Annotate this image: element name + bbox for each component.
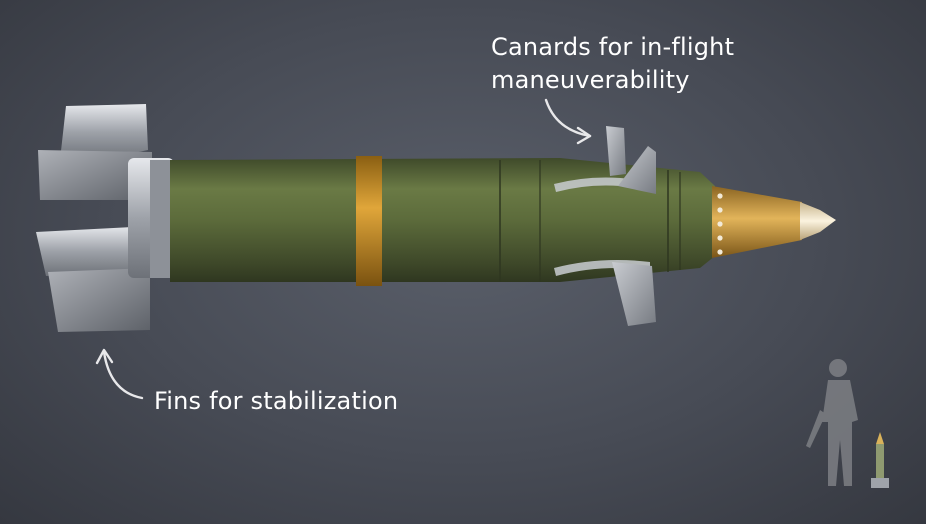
fins-annotation-text: Fins for stabilization [154, 385, 474, 418]
soldier-silhouette-icon [806, 359, 858, 486]
tail-fins [36, 104, 174, 332]
fins-annotation: Fins for stabilization [154, 385, 474, 418]
canards-annotation: Canards for in-flight maneuverability [491, 31, 791, 97]
canards-annotation-line2: maneuverability [491, 64, 791, 97]
canards-annotation-line1: Canards for in-flight [491, 31, 791, 64]
shell-scale-icon [871, 432, 889, 488]
ogive-nose [712, 186, 836, 258]
obturator-band [356, 156, 382, 286]
canard-lower [612, 262, 656, 326]
